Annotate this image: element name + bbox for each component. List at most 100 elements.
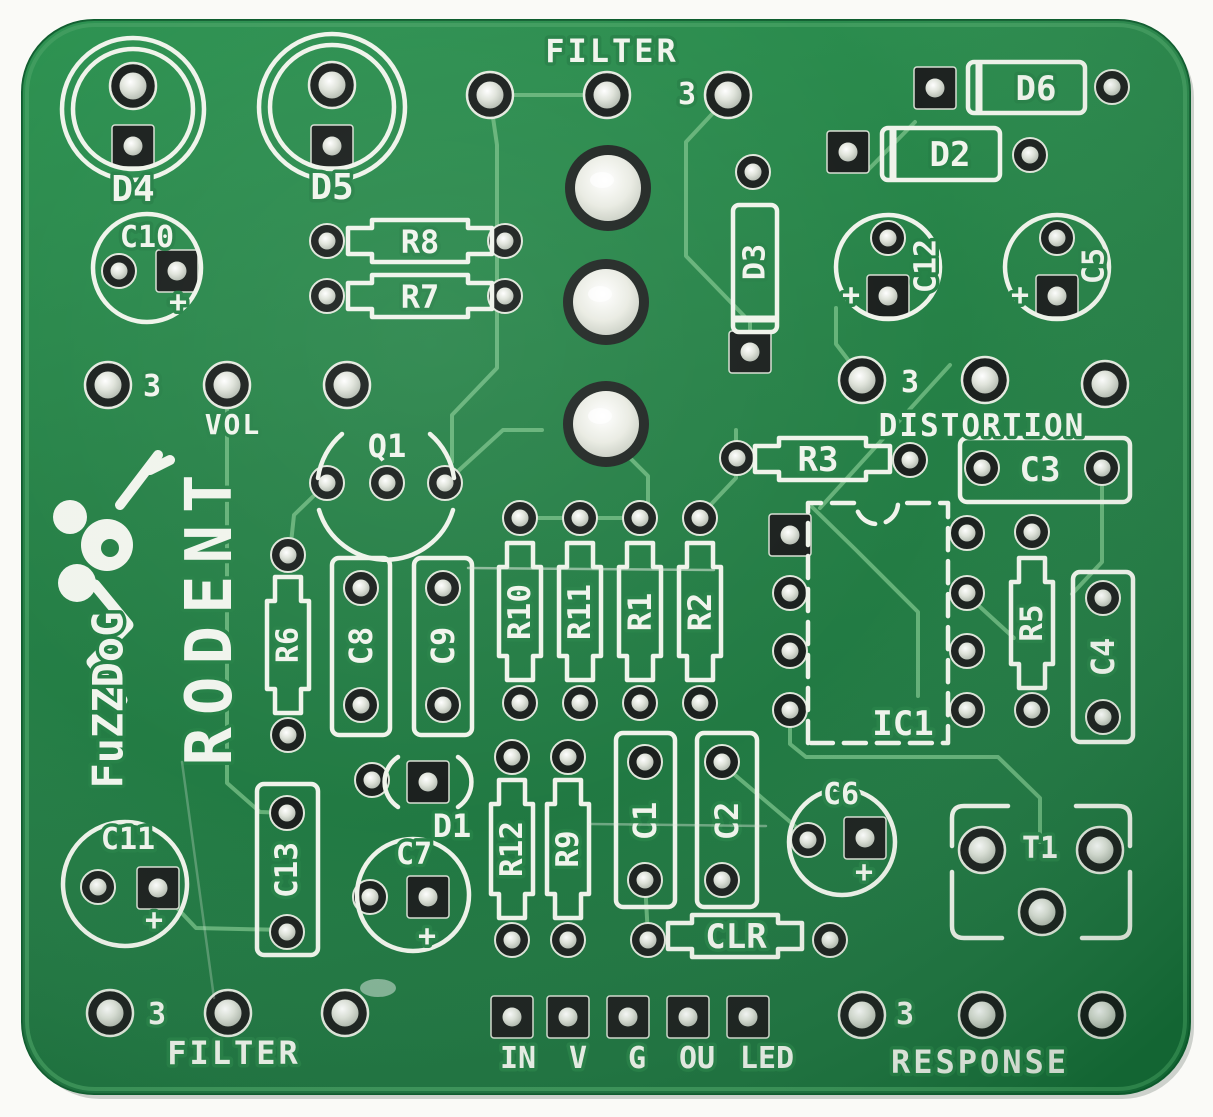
- solder-pad: [343, 687, 379, 723]
- pot-label-filter-top: FILTER: [545, 32, 679, 70]
- pot-pin3-marker: 3: [148, 997, 166, 1032]
- ref-c10: C10: [120, 220, 174, 255]
- pot-pad: [837, 990, 887, 1040]
- ref-r8: R8: [401, 223, 440, 261]
- solder-pad: [427, 465, 463, 501]
- solder-pad: [502, 500, 538, 536]
- mounting-hole: [563, 381, 649, 467]
- connector-pad: [490, 995, 534, 1039]
- square-pad: [826, 130, 870, 174]
- ref-c2: C2: [708, 802, 746, 841]
- pot-pin3-marker: 3: [678, 77, 696, 112]
- solder-pad: [1017, 887, 1067, 937]
- solder-pad: [735, 154, 771, 190]
- ref-q1: Q1: [368, 427, 407, 465]
- dog-ear: [53, 500, 87, 534]
- ref-c3: C3: [1020, 450, 1061, 490]
- solder-pad: [80, 869, 116, 905]
- connector-pad: [546, 995, 590, 1039]
- ref-c1: C1: [626, 802, 664, 841]
- solder-pad: [1084, 450, 1120, 486]
- polarity-plus: +: [169, 285, 187, 320]
- solder-pad: [772, 692, 808, 728]
- solder-pad: [1085, 580, 1121, 616]
- ref-r5: R5: [1014, 604, 1050, 641]
- pot-pad: [1080, 359, 1130, 409]
- solder-pad: [562, 500, 598, 536]
- ref-d3: D3: [738, 244, 773, 280]
- board-model-text: RODENT: [173, 462, 247, 765]
- ref-r3: R3: [798, 440, 839, 480]
- polarity-plus: +: [418, 919, 436, 954]
- solder-pad: [1075, 825, 1125, 875]
- solder-pad: [1014, 514, 1050, 550]
- pot-pad: [203, 988, 253, 1038]
- ref-clr: CLR: [705, 917, 767, 957]
- solder-pad: [704, 744, 740, 780]
- connector-pad: [726, 995, 770, 1039]
- solder-pad: [550, 922, 586, 958]
- square-pad: [768, 513, 812, 557]
- brand-text: FuZZDoG: [84, 611, 133, 788]
- ref-r11: R11: [562, 584, 598, 640]
- square-pad: [866, 274, 910, 318]
- pot-label-filter-bottom: FILTER: [167, 1034, 301, 1072]
- pot-pin3-marker: 3: [143, 369, 161, 404]
- pot-pad: [957, 990, 1007, 1040]
- solder-pad: [309, 223, 345, 259]
- solder-pad: [494, 922, 530, 958]
- ref-c9: C9: [424, 627, 462, 666]
- solder-pad: [772, 575, 808, 611]
- connector-label-ou: OU: [679, 1041, 715, 1076]
- square-pad: [1035, 274, 1079, 318]
- ref-r6: R6: [271, 627, 306, 663]
- solder-pad: [682, 685, 718, 721]
- pot-label-response: RESPONSE: [891, 1043, 1069, 1081]
- ref-t1: T1: [1022, 831, 1058, 866]
- solder-pad: [425, 687, 461, 723]
- ref-r2: R2: [681, 593, 719, 632]
- solder-pad: [719, 440, 755, 476]
- ref-c5: C5: [1077, 248, 1112, 284]
- mounting-hole: [565, 145, 651, 231]
- solder-pad: [627, 862, 663, 898]
- square-pad: [406, 875, 450, 919]
- connector-label-v: V: [569, 1041, 587, 1076]
- solder-pad: [1094, 69, 1130, 105]
- pot-pad: [837, 355, 887, 405]
- ref-c7: C7: [396, 837, 432, 872]
- ref-c12: C12: [909, 239, 944, 293]
- square-pad: [406, 760, 450, 804]
- solder-pad: [309, 465, 345, 501]
- ref-r9: R9: [550, 830, 586, 867]
- pot-pad: [465, 70, 515, 120]
- solder-pad: [108, 61, 158, 111]
- pot-pad: [582, 70, 632, 120]
- solder-pad: [949, 692, 985, 728]
- square-pad: [111, 124, 155, 168]
- square-pad: [913, 66, 957, 110]
- ref-d6: D6: [1016, 69, 1057, 109]
- pot-label-distortion: DISTORTION: [879, 408, 1086, 444]
- connector-pad: [606, 995, 650, 1039]
- polarity-plus: +: [855, 855, 873, 890]
- solder-pad: [309, 278, 345, 314]
- polarity-plus: +: [842, 278, 860, 313]
- solder-pad: [622, 685, 658, 721]
- pot-pad: [322, 360, 372, 410]
- solder-pad: [630, 922, 666, 958]
- ref-c8: C8: [342, 627, 380, 666]
- ref-c13: C13: [269, 842, 305, 898]
- solder-pad: [949, 575, 985, 611]
- solder-pad: [307, 60, 357, 110]
- solder-pad: [270, 537, 306, 573]
- polarity-plus: +: [1011, 278, 1029, 313]
- solder-pad: [892, 442, 928, 478]
- dog-eye: [101, 539, 119, 557]
- solder-pad: [790, 822, 826, 858]
- ref-c11: C11: [101, 822, 155, 857]
- solder-pad: [343, 570, 379, 606]
- ref-d1: D1: [433, 807, 472, 845]
- ref-c6: C6: [823, 777, 859, 812]
- pot-pad: [320, 988, 370, 1038]
